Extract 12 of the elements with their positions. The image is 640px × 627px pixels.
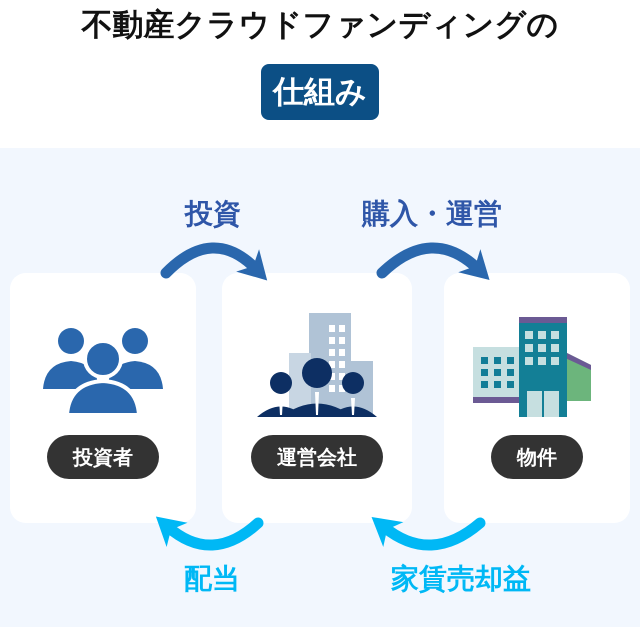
curved-arrow: [155, 517, 264, 550]
card: [444, 273, 630, 523]
title: 不動産クラウドファンディングの: [80, 6, 560, 45]
card: [222, 273, 412, 523]
curved-arrow: [371, 518, 486, 550]
card: [10, 273, 196, 523]
role-label: 物件: [491, 435, 583, 479]
role-label: 投資者: [47, 435, 159, 479]
title-badge: 仕組み: [261, 64, 379, 120]
curved-arrow: [376, 242, 490, 280]
role-label: 運営会社: [251, 435, 383, 479]
curved-arrow: [160, 242, 268, 280]
